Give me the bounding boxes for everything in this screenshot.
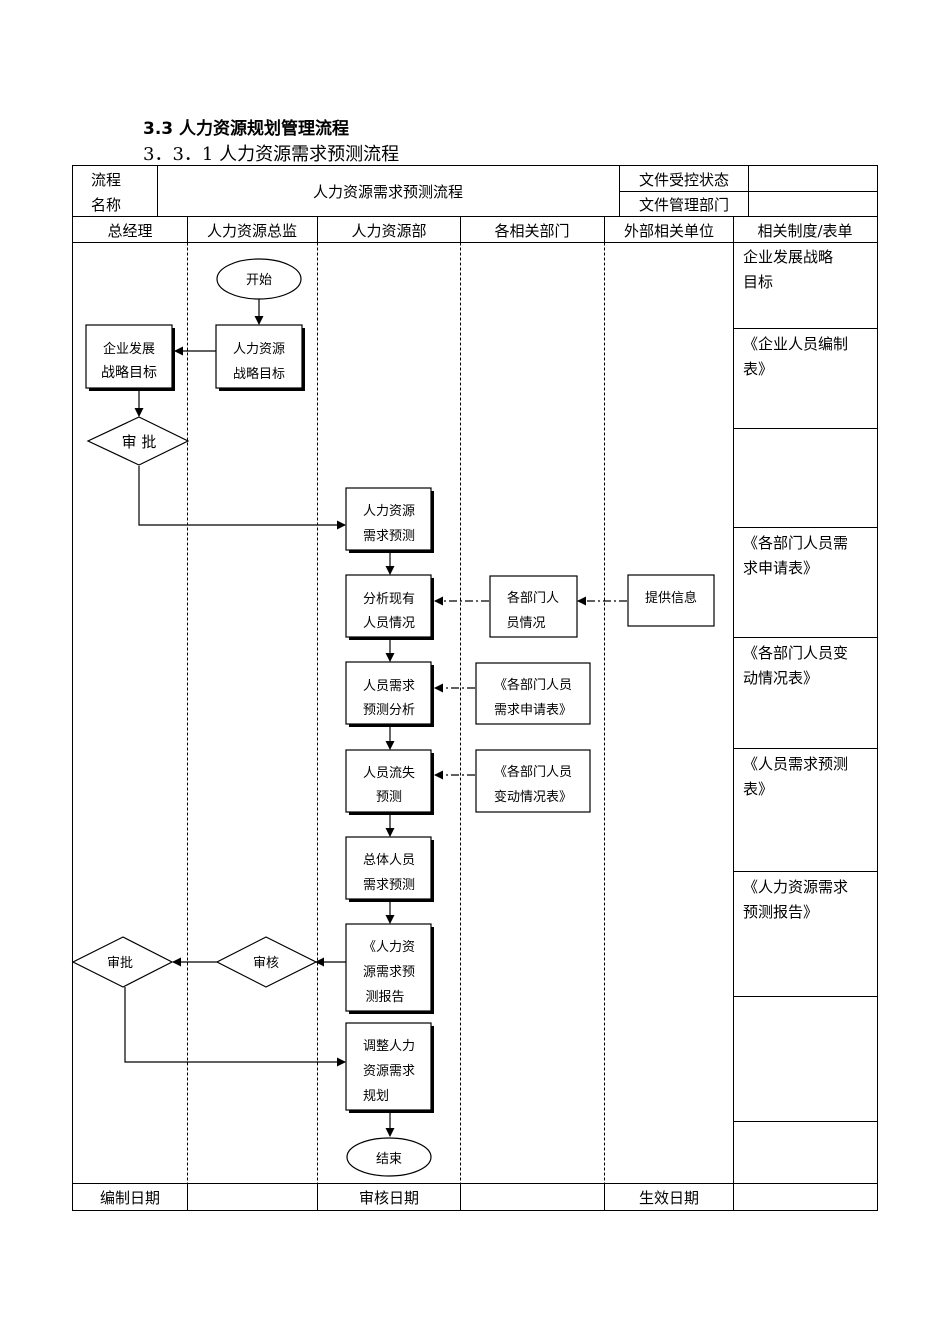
form-text-3a: 《各部门人员需 [743,534,848,552]
hr-analyze-label-2: 人员情况 [363,616,415,631]
dept-apply-label-2: 需求申请表》 [494,703,572,718]
controlled-status-label: 文件受控状态 [639,171,729,189]
lane-header-forms: 相关制度/表单 [757,222,852,240]
hr-adjust-box [345,1022,434,1113]
dept-change-label-1: 《各部门人员 [494,764,572,780]
hr-forecast-box [345,487,434,553]
form-text-4b: 动情况表》 [743,669,818,687]
hr-total-label-1: 总体人员 [363,853,415,868]
process-label-1: 流程 [91,171,121,189]
hrd-goal-label-1: 人力资源 [233,342,285,357]
hr-turnover-label-2: 预测 [376,790,402,805]
lane-header-general-manager: 总经理 [107,222,152,240]
form-text-4a: 《各部门人员变 [743,644,848,662]
managing-dept-label: 文件管理部门 [639,196,729,214]
lane-header-hr-department: 人力资源部 [351,222,426,240]
hr-report-label-2: 源需求预 [363,965,415,980]
table-grid [72,165,878,1211]
effective-date-label: 生效日期 [639,1189,699,1207]
hr-adjust-label-1: 调整人力 [363,1039,415,1054]
ext-info-label: 提供信息 [645,590,697,606]
connectors [124,299,395,1137]
form-text-1b: 目标 [743,273,773,291]
gm-approve-diamond-2 [71,936,174,988]
form-text-3b: 求申请表》 [743,559,818,577]
ext-info-box [627,574,715,627]
hr-report-box [345,923,434,1014]
form-text-2a: 《企业人员编制 [743,335,848,353]
form-text-1a: 企业发展战略 [743,248,833,266]
hr-demand-label-2: 预测分析 [363,703,415,718]
hr-forecast-label-1: 人力资源 [363,504,415,519]
subsection-title: 3．3．1 人力资源需求预测流程 [143,144,400,165]
form-text-5a: 《人员需求预测 [743,755,848,773]
gm-approve-diamond-1 [86,416,190,466]
lane-header-external-units: 外部相关单位 [624,222,714,240]
dept-change-form-box [475,749,591,813]
lane-separators [187,242,605,1184]
hr-adjust-label-3: 规划 [363,1089,389,1104]
section-title: 3.3 人力资源规划管理流程 [143,119,350,139]
hr-total-box [345,836,434,902]
arrow-approve-to-forecast [138,466,346,530]
hr-forecast-label-2: 需求预测 [363,529,415,544]
hrd-goal-box [215,324,305,391]
gm-goal-label-2: 战略目标 [101,365,157,381]
hr-report-label-1: 《人力资 [363,940,415,955]
gm-approve-label-2: 审批 [107,956,133,971]
hr-report-label-3: 测报告 [365,990,404,1005]
hrd-review-diamond [215,936,318,988]
form-text-2b: 表》 [743,360,773,378]
form-text-5b: 表》 [743,780,773,798]
hr-adjust-label-2: 资源需求 [363,1064,415,1079]
info-connectors [434,596,627,780]
hr-turnover-label-1: 人员流失 [363,766,415,781]
gm-approve-label-1: 审 批 [122,433,157,451]
end-node [346,1137,432,1177]
hr-total-label-2: 需求预测 [363,878,415,893]
dept-info-label-1: 各部门人 [507,590,559,606]
hr-analyze-label-1: 分析现有 [363,592,415,607]
dept-info-box [489,575,578,638]
lane-header-hr-director: 人力资源总监 [207,222,297,240]
form-text-6a: 《人力资源需求 [743,878,848,896]
arrow-approve-to-adjust [124,987,346,1067]
hrd-goal-label-2: 战略目标 [233,366,285,382]
hrd-review-label: 审核 [253,956,279,971]
compiled-date-label: 编制日期 [100,1189,160,1207]
hr-analyze-box [345,574,434,640]
process-name: 人力资源需求预测流程 [313,183,463,201]
end-label: 结束 [376,1152,402,1167]
hr-demand-box [345,661,434,727]
process-label-2: 名称 [91,196,121,214]
dept-change-label-2: 变动情况表》 [494,789,572,805]
form-text-6b: 预测报告》 [743,903,818,921]
lane-header-related-departments: 各相关部门 [494,222,569,240]
dept-info-label-2: 员情况 [506,616,545,631]
start-label: 开始 [246,273,272,288]
start-node [216,258,302,300]
gm-goal-box [85,324,175,391]
hr-demand-label-1: 人员需求 [363,679,415,694]
review-date-label: 审核日期 [359,1189,419,1207]
dept-apply-label-1: 《各部门人员 [494,677,572,693]
hr-turnover-box [345,749,434,815]
dept-apply-form-box [475,662,591,725]
gm-goal-label-1: 企业发展 [103,341,155,357]
